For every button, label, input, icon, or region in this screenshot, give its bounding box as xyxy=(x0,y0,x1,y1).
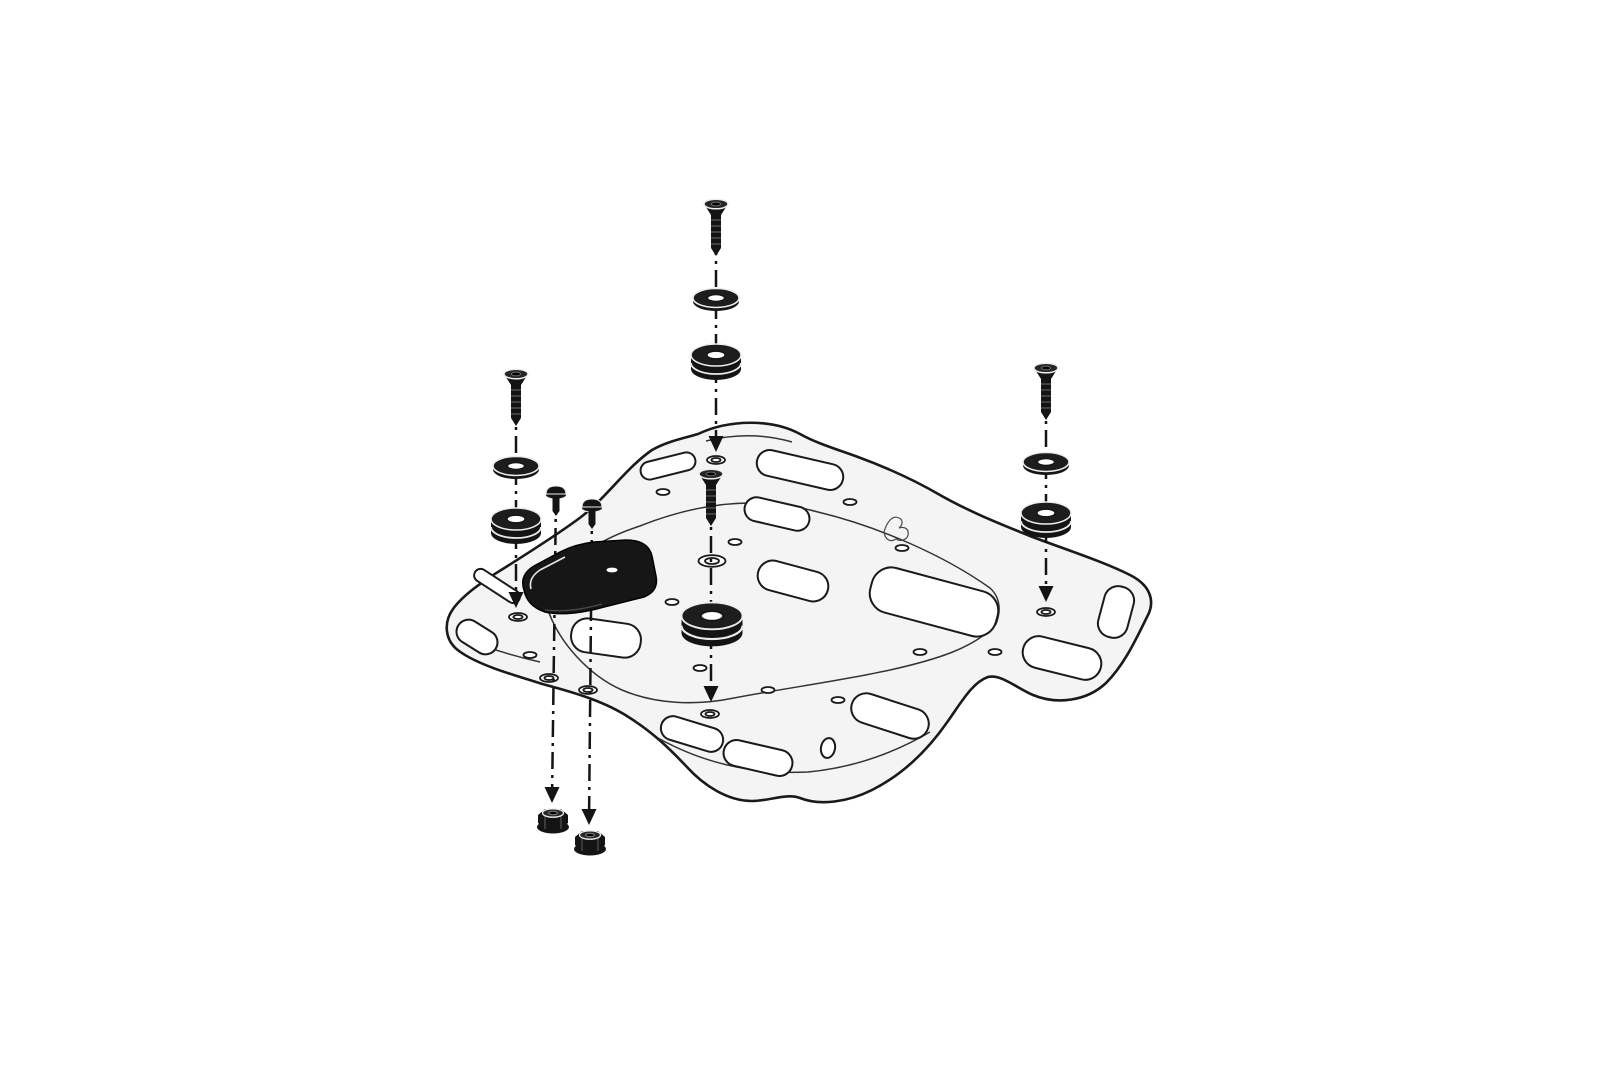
screw-hole xyxy=(578,685,598,695)
cutout-slot xyxy=(755,449,845,491)
small-hole xyxy=(655,488,671,496)
flat-washer xyxy=(492,455,540,480)
rack-plate xyxy=(445,421,1153,804)
adapter-bracket xyxy=(522,539,658,615)
cutout-slot xyxy=(850,692,930,740)
small-hole xyxy=(912,648,928,656)
assembly-axis-bracket-left xyxy=(550,495,558,801)
cutout-hole xyxy=(819,737,837,759)
cutout-slot xyxy=(868,566,1000,638)
small-hole xyxy=(842,498,858,506)
cutout-slot xyxy=(722,739,794,777)
screw-hole xyxy=(1036,607,1056,617)
adapter-bracket-body xyxy=(522,539,658,615)
small-hole xyxy=(894,544,910,552)
manufacturer-logo xyxy=(883,516,909,542)
adapter-bracket-edge-highlight xyxy=(529,556,566,590)
small-hole xyxy=(760,686,776,694)
surface-contour xyxy=(657,731,931,774)
screw-hole xyxy=(706,455,726,465)
screw-hole xyxy=(700,709,720,719)
cutout-slot xyxy=(743,496,811,532)
rack-plate-outline xyxy=(445,421,1153,804)
small-hole xyxy=(987,648,1003,656)
screw-hole xyxy=(539,673,559,683)
cutout-slot xyxy=(1021,635,1103,681)
screw-hole xyxy=(508,612,528,622)
assembly-axis-bracket-right xyxy=(587,507,594,823)
cutout-slot xyxy=(455,618,499,656)
small-hole xyxy=(664,598,680,606)
rubber-spacer xyxy=(680,601,744,648)
cutout-slot xyxy=(659,715,725,753)
flange-nut xyxy=(573,830,607,857)
cutout-slot xyxy=(756,559,830,603)
rubber-spacer xyxy=(690,343,742,381)
small-hole xyxy=(522,651,538,659)
adapter-bracket-lower-edge xyxy=(544,603,603,612)
flat-washer xyxy=(1022,451,1070,476)
cutout-slot xyxy=(639,451,697,481)
rubber-spacer xyxy=(490,507,542,545)
flange-nut xyxy=(536,808,570,835)
adapter-bracket-hole xyxy=(606,567,618,573)
cutout-slot xyxy=(570,617,642,659)
small-hole xyxy=(830,696,846,704)
rack-plate-cutouts xyxy=(455,449,1136,777)
small-hole xyxy=(727,538,743,546)
cutout-slot xyxy=(1096,585,1136,639)
small-hole xyxy=(692,664,708,672)
rubber-spacer xyxy=(1020,501,1072,539)
flat-washer xyxy=(692,287,740,312)
